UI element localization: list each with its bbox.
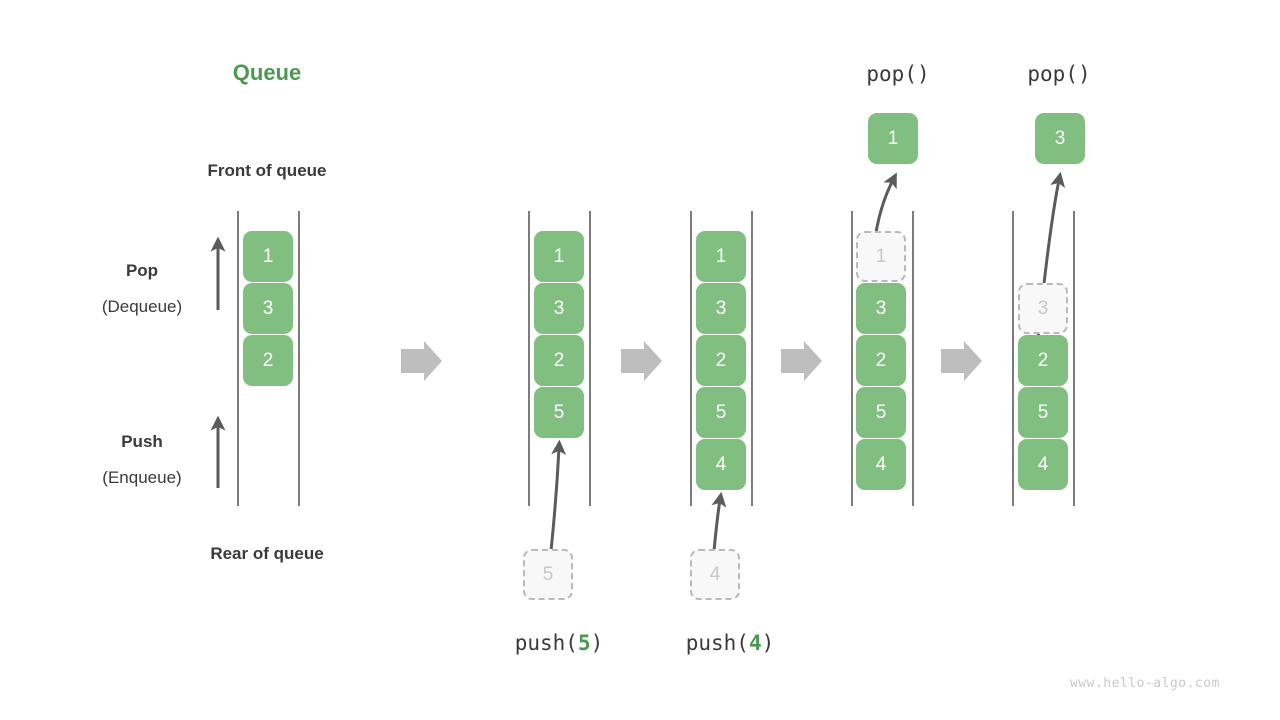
push-4-arrow [711, 491, 727, 552]
incoming-element-ghost: 5 [523, 549, 573, 600]
push-label: Push [121, 432, 163, 451]
stage-block-arrow [941, 341, 982, 381]
queue-element: 4 [856, 439, 906, 490]
watermark: www.hello-algo.com [1070, 676, 1220, 691]
queue-element: 1 [534, 231, 584, 282]
queue-element: 2 [534, 335, 584, 386]
op-name: push( [514, 631, 578, 655]
queue-element: 2 [243, 335, 293, 386]
queue-element: 3 [696, 283, 746, 334]
stage-block-arrow [621, 341, 662, 381]
op-close-paren: ) [761, 631, 775, 655]
queue-element: 1 [243, 231, 293, 282]
pop-sublabel: (Dequeue) [101, 297, 183, 316]
stage-block-arrow [401, 341, 442, 381]
pop-1-operation-label: pop() [866, 62, 930, 86]
push-4-operation-label: push(4) [630, 631, 830, 655]
queue-element: 4 [1018, 439, 1068, 490]
popped-element: 3 [1035, 113, 1085, 164]
queue-element: 5 [1018, 387, 1068, 438]
queue-element: 3 [534, 283, 584, 334]
queue-element: 5 [856, 387, 906, 438]
queue-element: 4 [696, 439, 746, 490]
incoming-element-ghost: 4 [690, 549, 740, 600]
rear-of-queue-label: Rear of queue [210, 544, 324, 563]
queue-element-ghost: 1 [856, 231, 906, 282]
queue-element: 5 [696, 387, 746, 438]
queue-element: 5 [534, 387, 584, 438]
front-of-queue-label: Front of queue [207, 161, 327, 180]
queue-element: 1 [696, 231, 746, 282]
stage-block-arrow [781, 341, 822, 381]
queue-element: 3 [243, 283, 293, 334]
op-name: push( [685, 631, 749, 655]
op-close-paren: ) [590, 631, 604, 655]
op-argument: 4 [748, 631, 762, 655]
push-sublabel: (Enqueue) [102, 468, 182, 487]
queue-element-ghost: 3 [1018, 283, 1068, 334]
queue-element: 3 [856, 283, 906, 334]
pop-label: Pop [125, 261, 159, 280]
push-5-arrow [549, 439, 567, 552]
popped-element: 1 [868, 113, 918, 164]
push-5-operation-label: push(5) [459, 631, 659, 655]
queue-element: 2 [856, 335, 906, 386]
queue-element: 2 [1018, 335, 1068, 386]
page-title: Queue [232, 60, 302, 85]
pop-2-operation-label: pop() [1027, 62, 1091, 86]
queue-element: 2 [696, 335, 746, 386]
op-argument: 5 [577, 631, 591, 655]
